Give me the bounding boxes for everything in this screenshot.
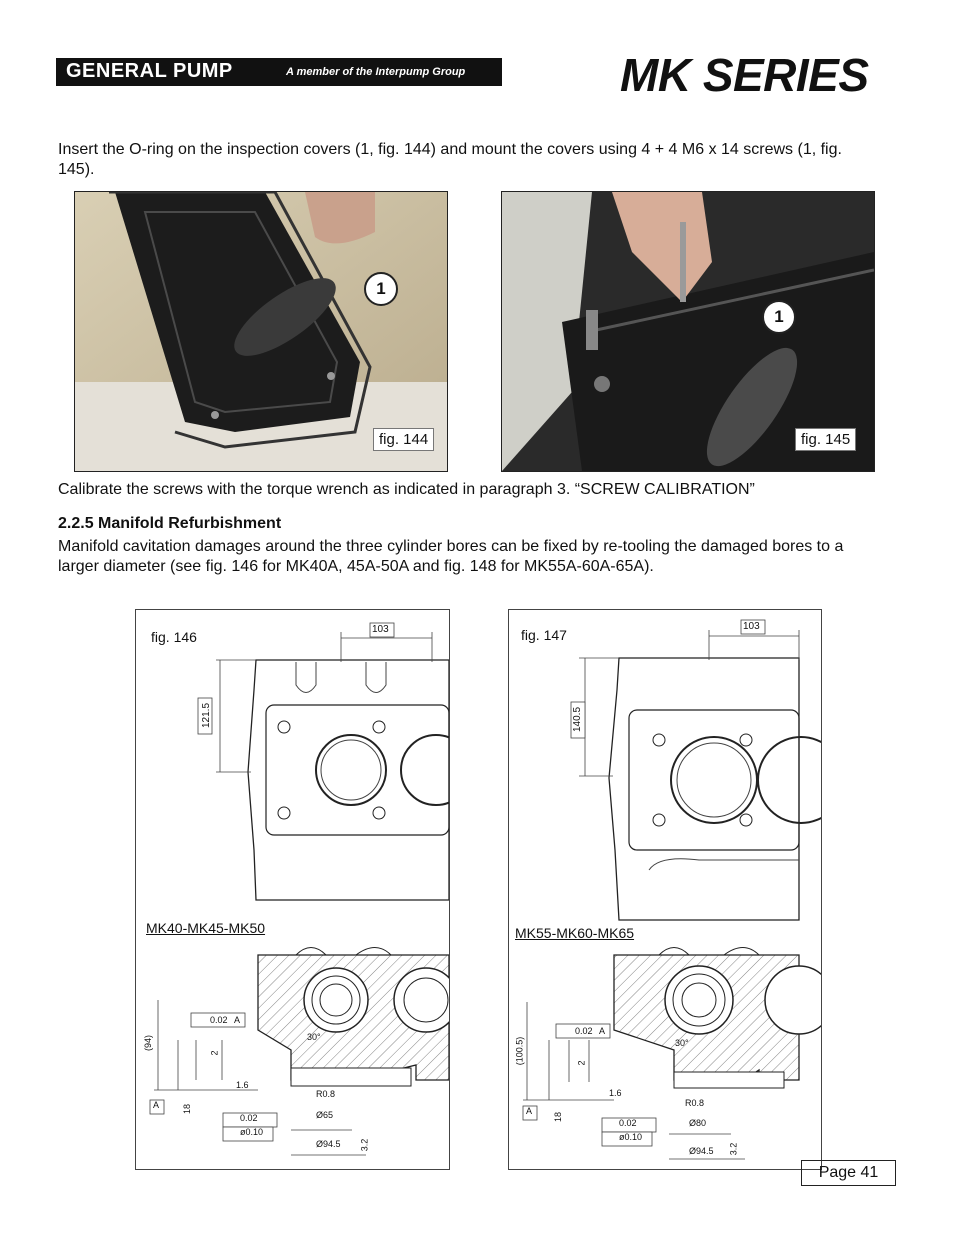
dim-chamfer: 3.2 [728,1142,739,1156]
dim-top-width: 103 [372,624,389,635]
dim-side: (94) [143,1034,154,1052]
dim-fillet: R0.8 [316,1089,336,1099]
dim-outer: Ø94.5 [689,1146,714,1156]
dim-perp: 0.02 [240,1113,258,1123]
dim-outer: Ø94.5 [316,1139,341,1149]
callout-1: 1 [762,300,796,334]
section-heading: 2.2.5 Manifold Refurbishment [58,515,282,532]
fig-147-caption: fig. 147 [521,627,567,643]
dim-depth: 2 [209,1050,220,1056]
datum-a: A [526,1106,533,1116]
photo-fig-145: 1 fig. 145 [501,191,875,472]
dim-datum: A [599,1026,606,1036]
dim-base: 18 [553,1111,564,1123]
dim-depth: 2 [576,1060,587,1066]
dim-top-width: 103 [743,621,760,632]
dim-pos: ø0.10 [619,1132,643,1142]
datum-a: A [153,1100,160,1110]
dim-pos: ø0.10 [240,1127,264,1137]
brand-bar: GENERAL PUMP A member of the Interpump G… [56,58,502,86]
fig-144-caption: fig. 144 [373,428,435,451]
callout-1: 1 [364,272,398,306]
dim-chamfer: 3.2 [359,1138,370,1152]
dim-height: 121.5 [201,702,213,729]
dim-bore: Ø65 [316,1110,334,1120]
brand-name: GENERAL PUMP [66,60,233,82]
dim-side: (100.5) [514,1036,525,1066]
fig-146-caption: fig. 146 [151,629,197,645]
dim-angle: 30° [307,1032,321,1042]
photo-fig-144: 1 fig. 144 [74,191,448,472]
dim-finish: 1.6 [609,1088,622,1098]
intro-paragraph: Insert the O-ring on the inspection cove… [58,141,842,178]
dim-perp: 0.02 [619,1118,637,1128]
section-body: Manifold cavitation damages around the t… [58,538,844,575]
dim-datum: A [234,1015,241,1025]
series-title: MK SERIES [620,49,869,101]
page-number: Page 41 [801,1160,896,1186]
brand-tagline: A member of the Interpump Group [286,66,466,78]
dim-angle: 30° [675,1038,689,1048]
dim-height: 140.5 [572,706,584,733]
drawing-fig-147: fig. 147 103 140.5 MK55-MK60-MK65 (100.5… [508,609,822,1170]
drawing-fig-146: fig. 146 103 121.5 MK40-MK45-MK50 (94) 0… [135,609,450,1170]
dim-bore: Ø80 [689,1118,707,1128]
fig-147-model-label: MK55-MK60-MK65 [515,925,635,941]
dim-flat: 0.02 [575,1026,593,1036]
fig-145-caption: fig. 145 [795,428,857,451]
dim-flat: 0.02 [210,1015,228,1025]
calibrate-paragraph: Calibrate the screws with the torque wre… [58,481,755,498]
fig-146-model-label: MK40-MK45-MK50 [146,920,266,936]
dim-base: 18 [182,1103,193,1115]
dim-fillet: R0.8 [685,1098,705,1108]
dim-finish: 1.6 [236,1080,249,1090]
